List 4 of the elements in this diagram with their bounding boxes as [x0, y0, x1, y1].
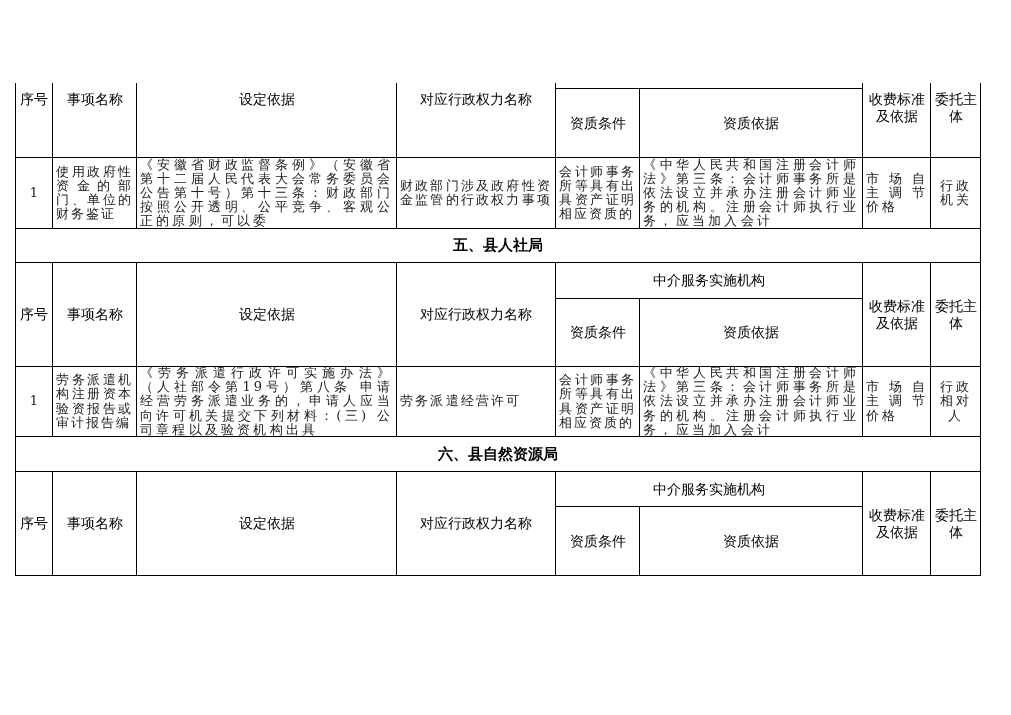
- table-header-cell: 序号: [15, 471, 53, 576]
- section-title-row: 六、县自然资源局: [15, 436, 981, 472]
- section-title-row: 五、县人社局: [15, 228, 981, 263]
- table-header-cell: 委托主体: [930, 471, 981, 576]
